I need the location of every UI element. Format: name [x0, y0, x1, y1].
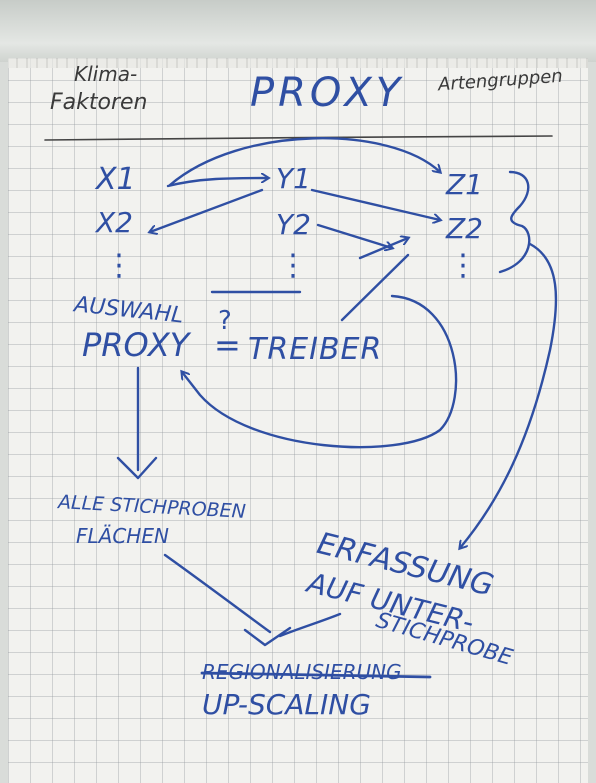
arrow-y2-to-z2 — [316, 223, 392, 248]
paper-perforation — [8, 58, 588, 68]
line-plots-to-result — [163, 553, 272, 634]
arrow-proxy-to-plots-head — [116, 456, 158, 480]
all-plots-line2: FLÄCHEN — [76, 524, 169, 548]
selection-proxy-label: PROXY — [82, 326, 190, 364]
selection-treiber-label: TREIBER — [248, 332, 383, 367]
strikethrough-line — [200, 671, 432, 679]
header-proxy-title: PROXY — [250, 70, 405, 116]
result-struck-label: REGIONALISIERUNG — [202, 660, 402, 684]
arc-x1-to-z1 — [168, 137, 440, 187]
ellipsis-x: ⋮ — [104, 248, 134, 283]
header-underline — [44, 135, 553, 141]
arrow-y1-to-z2 — [310, 188, 440, 220]
ellipsis-y: ⋮ — [278, 248, 308, 283]
flipchart-top-bar — [0, 0, 596, 62]
arrow-brace-to-survey — [460, 242, 558, 548]
var-y1: Y1 — [276, 162, 311, 195]
arrow-driver-to-z2 — [340, 253, 410, 322]
grid-paper — [8, 58, 588, 783]
arrow-up-to-z2 — [358, 238, 408, 260]
line-survey-to-result — [278, 612, 342, 638]
selection-equals-sign: = — [214, 326, 241, 364]
var-y2: Y2 — [276, 208, 311, 241]
header-faktoren-label: Faktoren — [50, 90, 148, 115]
arrow-x1-to-y1 — [166, 178, 268, 188]
z-group-brace — [498, 170, 531, 274]
selection-question-mark: ? — [218, 306, 232, 336]
var-x1: X1 — [96, 162, 136, 197]
converge-v — [243, 626, 292, 647]
header-klima-label: Klima- — [74, 62, 138, 86]
var-z2: Z2 — [446, 212, 483, 245]
var-x2: X2 — [96, 206, 133, 239]
arrow-y1-to-x2 — [150, 188, 264, 232]
var-z1: Z1 — [446, 168, 483, 201]
loop-return-to-proxy — [182, 294, 458, 449]
result-upscaling-label: UP-SCALING — [202, 688, 371, 721]
ellipsis-z: ⋮ — [448, 248, 478, 283]
